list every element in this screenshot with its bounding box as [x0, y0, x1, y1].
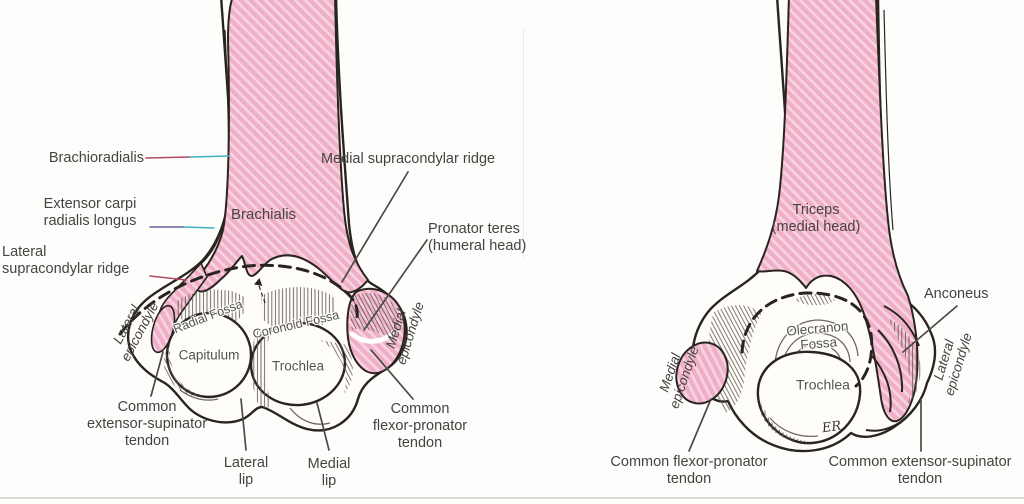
page-column-divider [523, 28, 524, 258]
label-lateral-supracondylar-ridge: Lateral supracondylar ridge [2, 244, 130, 277]
label-brachioradialis: Brachioradialis [48, 150, 144, 166]
capsule-line-right [740, 291, 874, 388]
label-common-flexor-pronator-tendon-left: Common flexor-pronator tendon [372, 401, 468, 451]
label-common-flexor-pronator-tendon-right: Common flexor-pronator tendon [610, 454, 768, 487]
label-anconeus: Anconeus [924, 286, 989, 302]
label-capitulum: Capitulum [178, 347, 240, 363]
page-bottom-rule [0, 497, 1024, 499]
label-lateral-lip: Lateral lip [223, 455, 269, 488]
label-medial-supracondylar-ridge: Medial supracondylar ridge [321, 151, 496, 167]
label-common-extensor-supinator-tendon-left: Common extensor-supinator tendon [86, 399, 208, 449]
medial-epicondyle-right [675, 341, 729, 405]
label-triceps-medial-head: Triceps (medial head) [771, 202, 861, 235]
capsule-line-left [118, 263, 359, 336]
coronoid-fossa-shading [261, 287, 336, 332]
leader-lines [145, 155, 958, 452]
label-extensor-carpi-radialis-longus: Extensor carpi radialis longus [43, 196, 137, 229]
left-figure-anterior-view [118, 0, 408, 432]
label-trochlea-left: Trochlea [271, 358, 325, 374]
label-trochlea-right: Trochlea [796, 376, 850, 393]
label-olecranon-fossa: Olecranon Fossa [785, 318, 850, 353]
brachialis-muscle [195, 0, 369, 294]
label-common-extensor-supinator-tendon-right: Common extensor-supinator tendon [828, 454, 1012, 487]
artist-signature: ER [821, 418, 843, 437]
right-figure-posterior-view [675, 0, 937, 453]
label-brachialis: Brachialis [231, 206, 297, 223]
label-medial-lip: Medial lip [307, 456, 351, 489]
label-pronator-teres: Pronator teres (humeral head) [428, 221, 527, 254]
